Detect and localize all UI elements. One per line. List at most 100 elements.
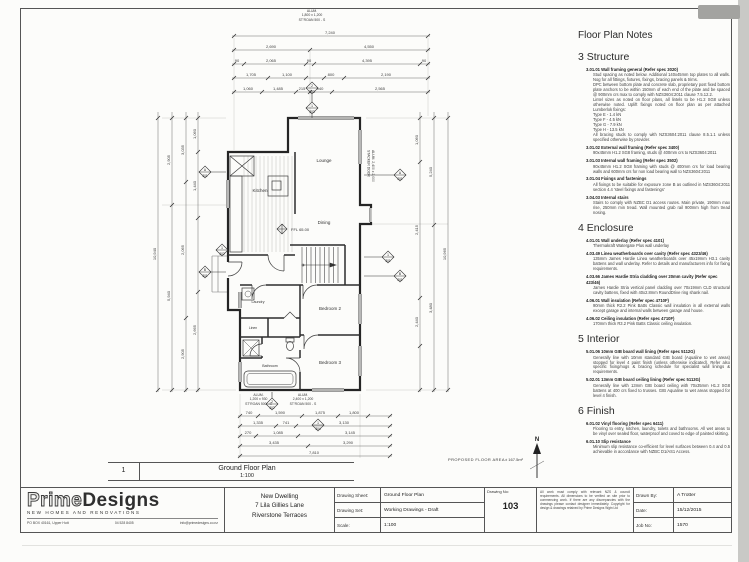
clause-body: Thermakraft Watergate Plus wall underlay — [593, 243, 670, 249]
marker-label: 302 — [269, 406, 275, 410]
dim-label: 3,130 — [339, 420, 350, 425]
clause-body: Generally line with 10mm standard GIB bo… — [593, 354, 730, 375]
dim-label: 1,590 — [275, 410, 286, 415]
marker-label: 303 — [309, 110, 315, 114]
plan-title-main: Ground Floor Plan 1:100 — [140, 463, 354, 480]
clause-body: Generally line with 13mm GIB board ceili… — [593, 382, 730, 398]
clause-head: 5.01.06 10mm GIB board wall lining (Refe… — [586, 349, 695, 355]
dim-label: 1,705 — [246, 72, 257, 77]
drawn-by-value: A Trotter — [677, 492, 696, 498]
title-block: PrimeDesigns NEW HOMES AND RENOVATIONS P… — [20, 487, 732, 533]
project-address: New Dwelling 7 Lila Gillies Lane Riverst… — [225, 488, 335, 532]
toilet — [285, 337, 295, 343]
clause-head: 6.01.02 Vinyl flooring (Refer spec 6411) — [586, 420, 664, 426]
clause-body: Stairs to comply with NZBC D1 access rou… — [593, 199, 730, 215]
dim-label: 2,415 — [414, 224, 419, 235]
dimension-labels: 7,240 2,690 4,550 90 2,065 90 4,395 90 1… — [152, 30, 447, 455]
marker-label: 201 — [397, 278, 403, 282]
section-markers: A 301 1 302 B 301 A 201 1 301 B 201 2 30… — [198, 81, 407, 432]
clause-body: Flooring to entry, kitchen, laundry, toi… — [593, 425, 730, 436]
plan-title-scale: 1:100 — [240, 473, 254, 479]
marker-label: 2 — [311, 84, 313, 88]
scan-corner-artifact — [698, 5, 740, 19]
drawing-set-label: Drawing Set: — [335, 503, 381, 517]
drawing-sheet-value: Ground Floor Plan — [384, 492, 424, 498]
project-line3: Riverstone Terraces — [252, 511, 307, 519]
dim-label: 7,240 — [325, 30, 336, 35]
dim-label: 3,145 — [345, 430, 356, 435]
dim-label: 3,035 — [180, 144, 185, 155]
scan-bottom-shadow — [22, 545, 732, 546]
clause-body: 90x45mm H1.2 SG8 framing, studs @ 400mm … — [593, 150, 717, 156]
project-line1: New Dwelling — [260, 493, 299, 500]
floor-plan-drawing: 7,240 2,690 4,550 90 2,065 90 4,395 90 1… — [152, 30, 545, 478]
note-clause: 5.01.06 10mm GIB board wall lining (Refe… — [586, 349, 730, 374]
company-logo: PrimeDesigns — [27, 490, 218, 512]
marker-label: 301 — [202, 174, 208, 178]
plan-title-bar: 1 Ground Floor Plan 1:100 — [108, 462, 354, 481]
floor-plan-notes: Floor Plan Notes 3 Structure 3.01.01 Wal… — [578, 30, 730, 457]
room-label-linen: Linen — [249, 326, 257, 330]
clause-head: 4.01.01 Wall underlay (Refer spec 4101) — [586, 237, 665, 243]
company-stamp: PrimeDesigns NEW HOMES AND RENOVATIONS P… — [21, 488, 225, 532]
dim-label: 1,060 — [243, 86, 254, 91]
room-label-bedroom3: Bedroom 3 — [319, 360, 342, 365]
job-no-row: Job No: 1570 — [634, 518, 731, 532]
dim-label: 215 — [299, 86, 306, 91]
dim-label: 1,100 — [282, 72, 293, 77]
marker-label: 301 — [385, 259, 391, 263]
fridge-cross — [229, 155, 255, 177]
notes-section-heading: 3 Structure — [578, 51, 630, 63]
north-arrow: N — [529, 437, 545, 478]
clause-head: 6.01.10 Slip resistance — [586, 438, 631, 444]
room-label-kitchen: Kitchen — [252, 188, 268, 193]
note-clause: 4.03.49 Linea weatherboards over cavity … — [586, 251, 730, 271]
note-clause: 3.01.04 Fixings and fastenings All fixin… — [586, 176, 730, 191]
date-label: Date: — [634, 503, 674, 517]
note-clause: 5.02.01 13mm GIB board ceiling lining (R… — [586, 377, 730, 397]
note-clause: 3.04.03 Internal stairs Stairs to comply… — [586, 195, 730, 215]
clause-body: James Hardie Stria vertical panel claddi… — [593, 284, 730, 295]
marker-label: 1 — [221, 246, 223, 250]
marker-label: 201 — [397, 177, 403, 181]
dim-label: 3,435 — [269, 440, 280, 445]
notes-section-heading: 6 Finish — [578, 404, 615, 417]
dim-label: 800 — [328, 72, 335, 77]
joinery-tag-right: ALUM. 2,400 x 2,000 STACKER DOOR — [366, 150, 375, 182]
project-line2: 7 Lila Gillies Lane — [255, 502, 304, 510]
clause-body: All fixings to be suitable for exposure … — [593, 181, 730, 192]
plan-title-name: Ground Floor Plan — [218, 465, 276, 472]
dimension-chains — [157, 35, 449, 457]
marker-label: 1 — [387, 253, 389, 257]
dim-label: 90 — [235, 58, 240, 63]
marker-label: A — [204, 168, 207, 172]
marker-label: 304 — [315, 427, 321, 431]
marker-label: 2 — [271, 400, 273, 404]
dim-label: 2,065 — [266, 58, 277, 63]
drawing-number-label: Drawing No: — [487, 489, 510, 494]
clause-head: 4.06.02 Ceiling insulation (Refer spec 4… — [586, 316, 675, 322]
dim-label: 1,440 — [192, 180, 197, 191]
dim-label: 1,800 — [349, 410, 360, 415]
notes-section-heading: 4 Enclosure — [578, 221, 634, 234]
note-clause: 6.01.02 Vinyl flooring (Refer spec 6411)… — [586, 421, 730, 436]
dim-label: 270 — [245, 430, 252, 435]
clause-head: 3.04.03 Internal stairs — [586, 194, 629, 200]
joinery-tag-bottom-left: ALUM. 1,200 x 930 ST'ROAN 500 - S — [245, 393, 272, 406]
joinery-tag-bottom-right: ALUM. 2,400 x 1,200 ST'ROAN 500 - S — [289, 393, 317, 406]
date-value: 15/12/2015 — [677, 507, 702, 513]
clause-head: 3.01.03 Internal wall framing (Refer spe… — [586, 158, 678, 164]
room-label-laundry: Laundry — [252, 300, 265, 304]
clause-head: 4.03.49 Linea weatherboards over cavity … — [586, 251, 708, 257]
dim-label: 2,565 — [375, 86, 386, 91]
shower — [242, 339, 260, 357]
logo-designs: Designs — [82, 490, 160, 511]
drawing-info: Drawing Sheet: Ground Floor Plan Drawing… — [335, 488, 485, 532]
company-phone: 04 528 8405 — [114, 520, 134, 525]
note-clause: 4.03.66 James Hardie Stria cladding over… — [586, 274, 730, 294]
marker-label: 1 — [311, 104, 313, 108]
kitchen-floor-hatch — [243, 156, 293, 252]
clause-head: 3.01.04 Fixings and fastenings — [586, 176, 647, 182]
dim-label: 1,060 — [414, 134, 419, 145]
note-clause: 4.01.01 Wall underlay (Refer spec 4101) … — [586, 238, 730, 248]
